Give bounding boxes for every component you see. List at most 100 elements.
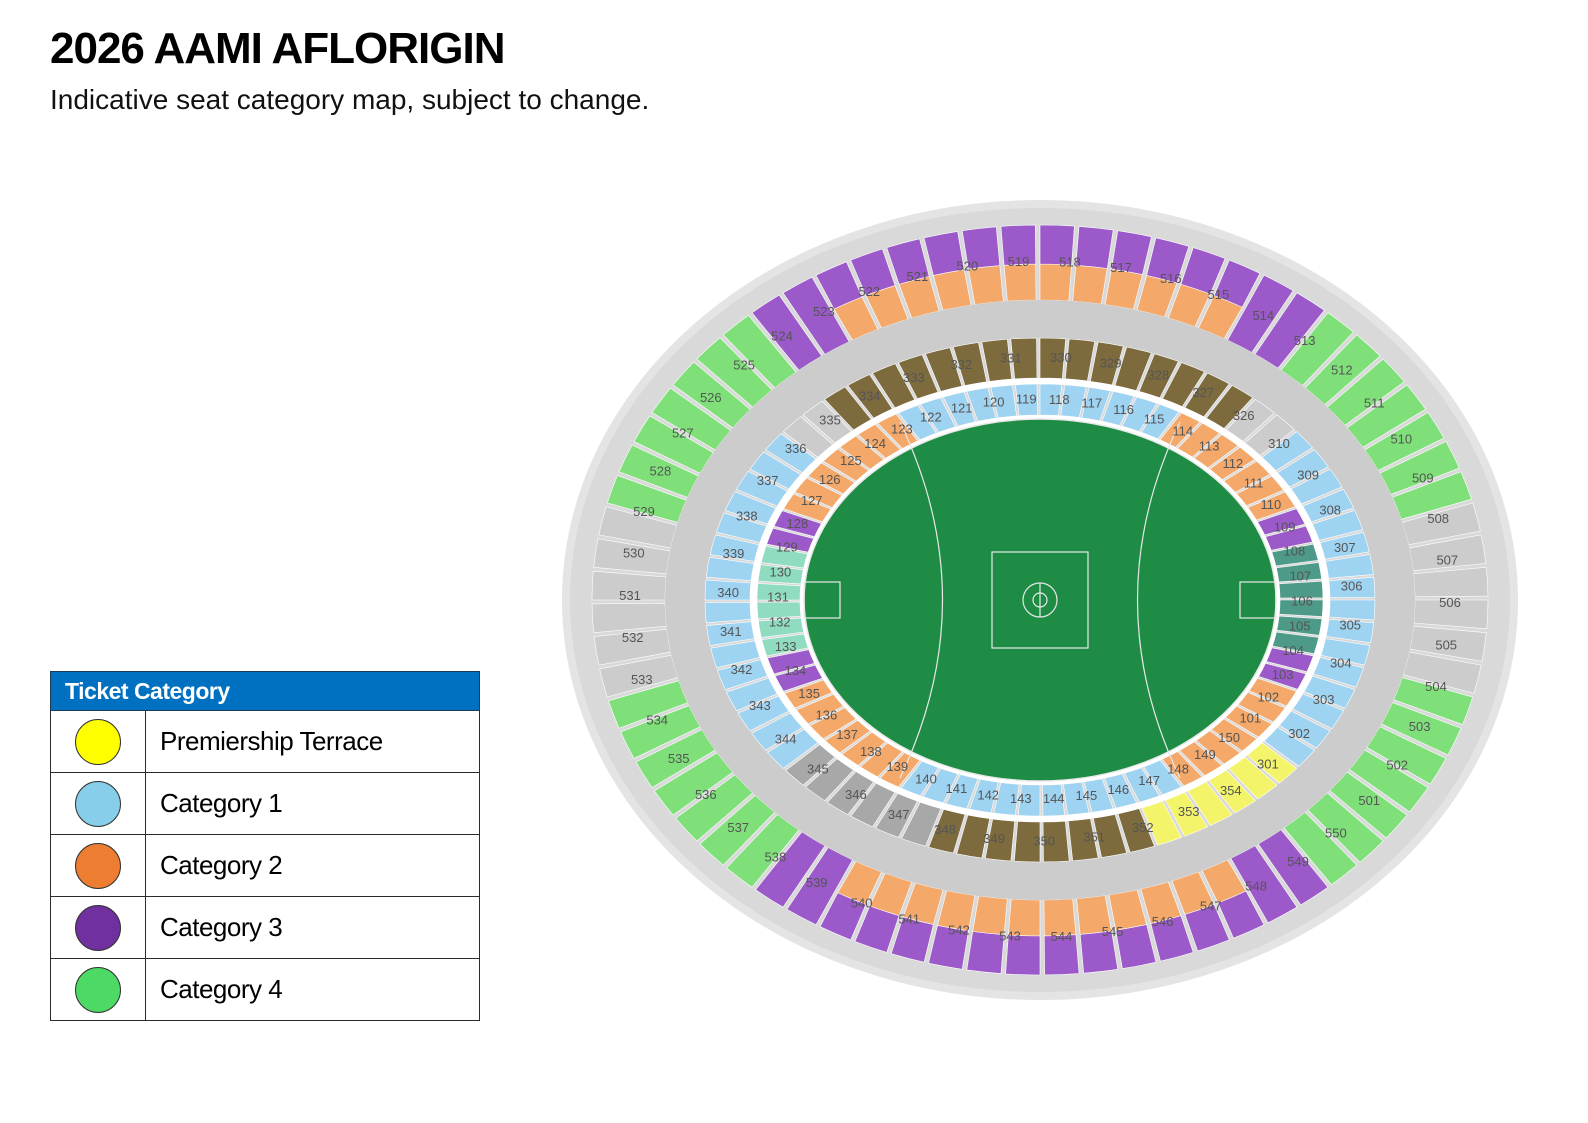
legend-row: Category 4 xyxy=(50,958,480,1021)
section-label-300: 310 xyxy=(1268,436,1290,451)
seat-block-300 xyxy=(785,744,836,786)
section-label-100: 105 xyxy=(1289,619,1311,634)
section-label-100: 144 xyxy=(1043,791,1065,806)
section-label-100: 116 xyxy=(1113,402,1134,417)
section-label-300: 333 xyxy=(903,370,925,385)
legend-swatch xyxy=(75,780,121,827)
section-label-300: 332 xyxy=(950,357,972,372)
seat-block-300 xyxy=(1092,814,1128,858)
section-label-500: 545 xyxy=(1102,924,1124,939)
section-label-500: 501 xyxy=(1358,793,1380,808)
section-label-300: 307 xyxy=(1334,540,1356,555)
section-label-100: 118 xyxy=(1049,392,1070,407)
section-label-500: 531 xyxy=(619,588,641,603)
legend-label: Category 1 xyxy=(145,772,480,835)
section-label-500: 544 xyxy=(1051,929,1073,944)
seat-block-500 xyxy=(1283,811,1358,886)
section-label-100: 122 xyxy=(920,410,942,425)
section-label-100: 133 xyxy=(775,639,797,654)
seat-block-300 xyxy=(1042,820,1070,863)
section-label-100: 135 xyxy=(798,686,820,701)
section-label-100: 148 xyxy=(1167,761,1189,776)
section-label-500: 517 xyxy=(1110,260,1132,275)
section-label-300: 326 xyxy=(1233,408,1255,423)
section-label-100: 145 xyxy=(1076,788,1098,803)
section-label-100: 143 xyxy=(1010,791,1032,806)
section-label-100: 101 xyxy=(1239,711,1261,726)
section-label-100: 107 xyxy=(1289,568,1311,583)
seat-block-500 xyxy=(1257,829,1329,906)
seating-tiers xyxy=(591,224,1489,976)
section-label-100: 140 xyxy=(915,772,937,787)
section-label-100: 128 xyxy=(787,516,809,531)
seat-block-300 xyxy=(1067,818,1099,862)
section-label-300: 329 xyxy=(1100,356,1122,371)
goal-square-right xyxy=(1239,581,1277,619)
section-label-500: 546 xyxy=(1152,914,1174,929)
seat-block-300 xyxy=(956,814,990,859)
legend-label: Category 4 xyxy=(145,958,480,1021)
seat-block-500 xyxy=(1003,263,1037,302)
seat-block-300 xyxy=(1278,710,1331,749)
legend-row: Category 3 xyxy=(50,896,480,959)
seat-block-500 xyxy=(890,916,934,963)
section-label-300: 350 xyxy=(1033,833,1055,848)
seat-block-500 xyxy=(1039,263,1072,302)
section-label-500: 535 xyxy=(668,751,690,766)
section-label-500: 520 xyxy=(957,259,979,274)
section-label-300: 353 xyxy=(1178,804,1200,819)
seat-block-500 xyxy=(928,925,969,970)
seat-block-500 xyxy=(653,752,734,816)
seat-block-500 xyxy=(1039,224,1075,266)
page-title: 2026 AAMI AFLORIGIN xyxy=(50,24,505,73)
section-label-300: 303 xyxy=(1313,692,1335,707)
section-label-100: 139 xyxy=(886,759,908,774)
legend-swatch xyxy=(75,966,121,1013)
section-label-500: 522 xyxy=(858,284,880,299)
section-label-300: 351 xyxy=(1083,830,1105,845)
section-label-100: 108 xyxy=(1284,544,1306,559)
section-label-500: 507 xyxy=(1436,553,1458,568)
legend-row: Category 2 xyxy=(50,834,480,897)
section-label-100: 112 xyxy=(1223,456,1244,471)
seat-block-300 xyxy=(901,801,942,847)
legend-swatch xyxy=(75,904,121,951)
legend-row: Category 1 xyxy=(50,772,480,835)
seat-block-500 xyxy=(635,729,716,788)
section-label-100: 104 xyxy=(1282,643,1304,658)
playing-field xyxy=(800,415,1280,785)
legend-swatch xyxy=(75,842,121,889)
section-label-300: 309 xyxy=(1297,468,1319,483)
section-label-100: 109 xyxy=(1274,520,1296,535)
section-label-500: 524 xyxy=(771,329,793,344)
section-label-100: 131 xyxy=(767,589,789,604)
section-label-500: 541 xyxy=(898,912,920,927)
section-label-500: 525 xyxy=(733,358,755,373)
section-label-500: 532 xyxy=(622,630,644,645)
seat-block-500 xyxy=(850,248,896,296)
section-label-100: 115 xyxy=(1144,411,1165,426)
section-label-100: 113 xyxy=(1199,439,1220,454)
section-label-500: 515 xyxy=(1208,287,1230,302)
section-label-300: 337 xyxy=(757,473,779,488)
seat-block-500 xyxy=(1079,930,1119,974)
seat-block-300 xyxy=(1187,781,1233,826)
section-label-100: 102 xyxy=(1257,690,1279,705)
page-subtitle: Indicative seat category map, subject to… xyxy=(50,84,650,115)
section-label-500: 547 xyxy=(1200,899,1222,914)
seat-block-500 xyxy=(1230,845,1298,924)
section-label-500: 523 xyxy=(813,304,835,319)
section-label-300: 305 xyxy=(1339,617,1361,632)
seat-block-300 xyxy=(984,818,1016,862)
section-label-100: 103 xyxy=(1272,667,1294,682)
section-label-100: 129 xyxy=(776,540,798,555)
section-label-300: 327 xyxy=(1192,385,1214,400)
section-label-500: 521 xyxy=(907,269,929,284)
section-label-100: 125 xyxy=(840,453,862,468)
seat-block-300 xyxy=(805,758,855,802)
section-label-100: 127 xyxy=(801,493,823,508)
section-label-500: 527 xyxy=(672,426,694,441)
section-label-300: 340 xyxy=(717,585,739,600)
